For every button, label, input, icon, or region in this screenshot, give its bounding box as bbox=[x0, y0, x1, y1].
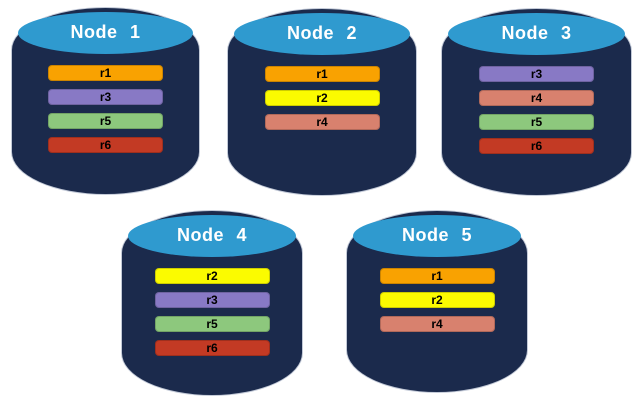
db-node-3: Node 3 r3 r4 r5 r6 bbox=[442, 9, 631, 195]
replica-label: r4 bbox=[316, 115, 328, 129]
db-node-2: Node 2 r1 r2 r4 bbox=[228, 9, 416, 195]
replica-label: r4 bbox=[530, 91, 543, 105]
replica-label: r6 bbox=[99, 138, 112, 152]
replica-list: r3 r4 r5 r6 bbox=[442, 66, 631, 154]
replica-bar-r3: r3 bbox=[154, 292, 270, 308]
replica-bar-r1: r1 bbox=[379, 268, 495, 284]
db-node-5: Node 5 r1 r2 r4 bbox=[347, 211, 527, 392]
replica-label: r2 bbox=[431, 293, 443, 307]
cylinder-top-ellipse: Node 2 bbox=[234, 13, 410, 55]
node-label: Node 1 bbox=[70, 21, 141, 42]
replica-label: r5 bbox=[99, 114, 112, 128]
replica-label: r3 bbox=[99, 90, 112, 104]
replica-bar-r4: r4 bbox=[479, 90, 594, 106]
replica-label: r4 bbox=[431, 317, 443, 331]
node-label: Node 5 bbox=[401, 224, 472, 245]
db-node-4: Node 4 r2 r3 r5 r6 bbox=[122, 211, 302, 395]
replica-label: r1 bbox=[431, 269, 443, 283]
replica-label: r2 bbox=[206, 269, 218, 283]
replica-bar-r2: r2 bbox=[379, 292, 495, 308]
replica-bar-r2: r2 bbox=[154, 268, 270, 284]
replica-bar-r6: r6 bbox=[154, 340, 270, 356]
replica-label: r1 bbox=[99, 66, 112, 80]
node-label: Node 4 bbox=[176, 224, 247, 245]
replica-label: r5 bbox=[206, 317, 218, 331]
replica-bar-r3: r3 bbox=[479, 66, 594, 82]
replica-bar-r5: r5 bbox=[479, 114, 594, 130]
replica-label: r1 bbox=[316, 67, 328, 81]
replica-list: r1 r2 r4 bbox=[347, 268, 527, 332]
replica-bar-r1: r1 bbox=[48, 65, 163, 81]
replica-list: r2 r3 r5 r6 bbox=[122, 268, 302, 356]
cylinder-top-ellipse: Node 5 bbox=[353, 215, 521, 257]
replica-bar-r4: r4 bbox=[264, 114, 380, 130]
replica-label: r2 bbox=[316, 91, 328, 105]
replica-label: r6 bbox=[206, 341, 218, 355]
replica-label: r5 bbox=[530, 115, 543, 129]
replica-label: r6 bbox=[530, 139, 543, 153]
replica-bar-r6: r6 bbox=[48, 137, 163, 153]
replica-bar-r1: r1 bbox=[264, 66, 380, 82]
node-label: Node 2 bbox=[286, 22, 357, 43]
replica-bar-r5: r5 bbox=[154, 316, 270, 332]
replica-list: r1 r3 r5 r6 bbox=[12, 65, 199, 153]
replica-label: r3 bbox=[206, 293, 218, 307]
cylinder-top-ellipse: Node 4 bbox=[128, 215, 296, 257]
replica-bar-r3: r3 bbox=[48, 89, 163, 105]
replica-label: r3 bbox=[530, 67, 543, 81]
replica-bar-r2: r2 bbox=[264, 90, 380, 106]
cylinder-top-ellipse: Node 3 bbox=[448, 13, 625, 55]
db-node-1: Node 1 r1 r3 r5 r6 bbox=[12, 8, 199, 194]
cylinder-top-ellipse: Node 1 bbox=[18, 12, 193, 54]
replica-list: r1 r2 r4 bbox=[228, 66, 416, 130]
node-label: Node 3 bbox=[501, 22, 572, 43]
replica-bar-r4: r4 bbox=[379, 316, 495, 332]
replica-bar-r6: r6 bbox=[479, 138, 594, 154]
replica-bar-r5: r5 bbox=[48, 113, 163, 129]
